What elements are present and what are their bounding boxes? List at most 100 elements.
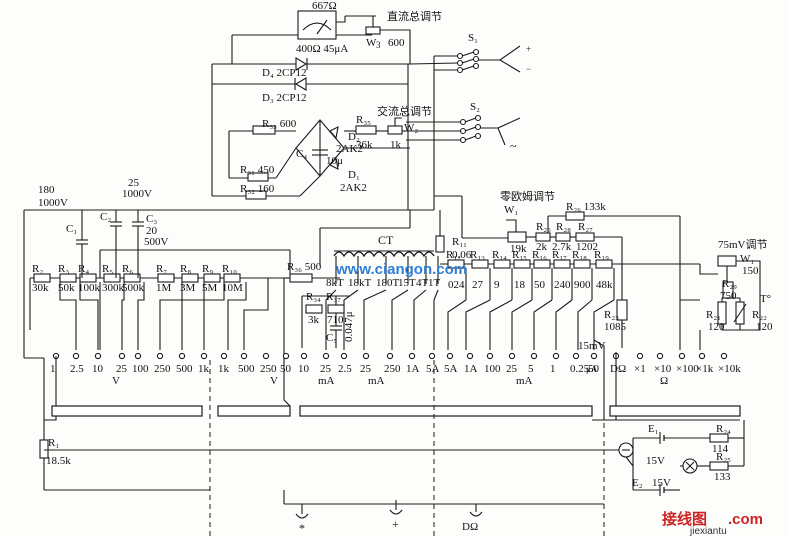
range-label: DΩ xyxy=(610,363,626,375)
resistor-r32 xyxy=(245,190,267,200)
label-c3-val: 20 xyxy=(146,225,158,237)
label-w1-val: 19k xyxy=(510,243,527,255)
range-contact[interactable] xyxy=(678,352,686,360)
label-w1-75mv: W₁ xyxy=(740,253,754,265)
battery-section: E₁ 15V E₂ 15V R₂₄ 114 R₂₅ 133 xyxy=(592,419,745,496)
label-ct-tap: 15T xyxy=(398,277,416,289)
label-e2: E₂ xyxy=(632,477,643,489)
range-contact[interactable] xyxy=(636,352,644,360)
label-r23: R₂₃ xyxy=(604,309,619,321)
label-r24: R₂₄ xyxy=(716,423,731,435)
label-ua-unit: μA xyxy=(586,364,598,374)
range-label: ×100 xyxy=(676,363,699,375)
label-r35: R₃₅ xyxy=(356,114,371,126)
current-resistor-chain: R₁₂024R₁₃27R₁₄9R₁₅18R₁₆50R₁₇240R₁₈900R₁₉… xyxy=(440,249,700,350)
label-v-res-val: 50k xyxy=(58,282,75,294)
label-v-res-name: R₆ xyxy=(122,263,133,275)
label-a-res-name: R₁₈ xyxy=(572,249,587,261)
label-v-res-name: R₈ xyxy=(180,263,191,275)
label-r11: R₁₁ xyxy=(452,236,467,248)
range-contact[interactable] xyxy=(178,352,186,360)
range-contact[interactable] xyxy=(156,352,164,360)
label-a-res-name: R₁₇ xyxy=(552,249,567,261)
label-w3-sub: 3 xyxy=(376,40,381,50)
group-ma-dc: mA xyxy=(368,375,385,387)
range-contact[interactable] xyxy=(656,352,664,360)
potentiometer-w1 xyxy=(507,231,527,243)
resistor-a-chain xyxy=(493,259,511,269)
resistor-r37 xyxy=(327,304,345,314)
resistor-r31 xyxy=(247,172,269,182)
range-label: 500 xyxy=(176,363,193,375)
resistor-r24 xyxy=(709,433,729,443)
range-contact[interactable] xyxy=(340,352,348,360)
label-r667: 667Ω xyxy=(312,0,337,12)
range-contact[interactable] xyxy=(530,352,538,360)
range-contact[interactable] xyxy=(552,352,560,360)
resistor-v-chain xyxy=(103,273,121,283)
label-c3-v: 500V xyxy=(144,236,169,248)
range-contact[interactable] xyxy=(486,352,494,360)
diode-d4 xyxy=(295,57,308,71)
range-label: 250 xyxy=(260,363,277,375)
group-ohm: Ω xyxy=(660,375,668,387)
range-contact[interactable] xyxy=(466,352,474,360)
label-r23-val: 1085 xyxy=(604,321,627,333)
range-contact[interactable] xyxy=(408,352,416,360)
bottom-terminals: * + DΩ xyxy=(283,490,604,535)
label-r25b-val: 133 xyxy=(714,471,731,483)
label-a-res-name: R₁₅ xyxy=(512,249,527,261)
label-r24-val: 114 xyxy=(712,443,729,455)
terminal-star xyxy=(295,504,309,519)
ct-coil xyxy=(333,251,435,258)
range-contact[interactable] xyxy=(590,352,598,360)
range-label: 1A xyxy=(464,363,478,375)
range-contact[interactable] xyxy=(220,352,228,360)
range-contact[interactable] xyxy=(262,352,270,360)
range-contact[interactable] xyxy=(200,352,208,360)
range-contact[interactable] xyxy=(362,352,370,360)
r23-section: R₂₃ 1085 xyxy=(604,264,628,348)
label-r34: R₃₄ xyxy=(306,291,321,303)
label-w3: W xyxy=(366,37,377,49)
range-contact[interactable] xyxy=(300,352,308,360)
range-contact[interactable] xyxy=(134,352,142,360)
range-contact[interactable] xyxy=(94,352,102,360)
resistor-v-chain xyxy=(33,273,51,283)
label-v-res-name: R₉ xyxy=(202,263,213,275)
label-d4: D₄ 2CP12 xyxy=(262,67,306,79)
range-label: 1 xyxy=(550,363,556,375)
resistor-v-chain xyxy=(157,273,175,283)
range-label: 50 xyxy=(280,363,292,375)
resistor-r27 xyxy=(575,232,595,242)
label-r26: R₂₆ 133k xyxy=(566,201,606,213)
range-label: 25 xyxy=(320,363,332,375)
range-contact[interactable] xyxy=(282,352,290,360)
range-contact[interactable] xyxy=(386,352,394,360)
range-contact[interactable] xyxy=(240,352,248,360)
range-label: 250 xyxy=(154,363,171,375)
label-a-res-name: R₁₃ xyxy=(470,249,485,261)
range-contact[interactable] xyxy=(508,352,516,360)
meter-section: 667Ω 直流总调节 400Ω 45μA W 3 600 D₄ 2CP12 D₃… xyxy=(211,0,442,210)
range-contact[interactable] xyxy=(322,352,330,360)
range-contact[interactable] xyxy=(698,352,706,360)
label-r21: R₂₁ xyxy=(706,309,721,321)
label-ct-tap: 180T xyxy=(376,277,400,289)
range-contact[interactable] xyxy=(720,352,728,360)
range-contact[interactable] xyxy=(72,352,80,360)
label-r25: R₂₅ xyxy=(536,221,551,233)
range-contact[interactable] xyxy=(446,352,454,360)
range-contact[interactable] xyxy=(118,352,126,360)
label-v-res-val: 100k xyxy=(78,282,101,294)
label-v-res-val: 10M xyxy=(222,282,243,294)
resistor-r36 xyxy=(289,273,313,283)
label-r29: R₂₉ xyxy=(722,278,737,290)
range-contact[interactable] xyxy=(572,352,580,360)
r1-section: R₁ 18.5k xyxy=(24,357,620,491)
label-r11-val: 0.06 xyxy=(452,249,472,261)
range-contact[interactable] xyxy=(428,352,436,360)
bus-bar-3 xyxy=(299,405,593,417)
